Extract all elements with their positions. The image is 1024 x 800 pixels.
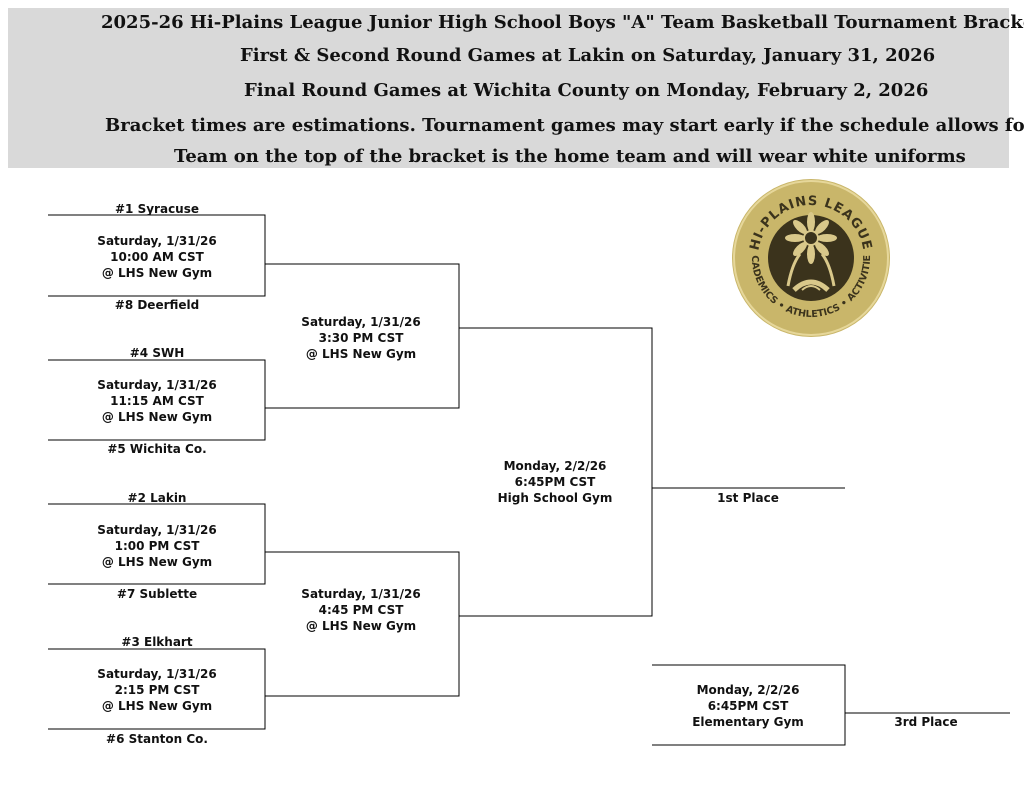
team-seed-4: #4 SWH — [129, 346, 185, 360]
team-seed-8: #8 Deerfield — [114, 298, 200, 312]
game3-location: @ LHS New Gym — [101, 555, 213, 569]
game1-bracket-line — [48, 214, 266, 297]
team-seed-2: #2 Lakin — [127, 491, 187, 505]
hi-plains-league-logo: HI-PLAINS LEAGUE ACADEMICS • ATHLETICS •… — [730, 178, 890, 337]
final-bracket-line — [459, 327, 653, 617]
final-round-info: Final Round Games at Wichita County on M… — [244, 80, 929, 101]
third-place-label: 3rd Place — [894, 715, 958, 729]
team-seed-1: #1 Syracuse — [115, 202, 199, 216]
semi2-info: Saturday, 1/31/26 4:45 PM CST @ LHS New … — [301, 586, 420, 634]
game4-info: Saturday, 1/31/26 2:15 PM CST @ LHS New … — [97, 666, 216, 714]
first-place-label: 1st Place — [717, 491, 779, 505]
semi1-date: Saturday, 1/31/26 — [301, 315, 421, 329]
game4-location: @ LHS New Gym — [101, 699, 213, 713]
semi2-date: Saturday, 1/31/26 — [301, 587, 421, 601]
home-team-note: Team on the top of the bracket is the ho… — [174, 146, 966, 167]
game2-location: @ LHS New Gym — [101, 410, 213, 424]
game4-bracket-line — [48, 648, 266, 730]
semi1-location: @ LHS New Gym — [305, 347, 417, 361]
third-place-game-location: Elementary Gym — [692, 715, 804, 729]
semi1-info: Saturday, 1/31/26 3:30 PM CST @ LHS New … — [301, 314, 420, 362]
final-location: High School Gym — [497, 491, 613, 505]
semi1-time: 3:30 PM CST — [318, 331, 404, 345]
game3-date: Saturday, 1/31/26 — [97, 523, 217, 537]
game4-time: 2:15 PM CST — [114, 683, 200, 697]
title-banner: 2025-26 Hi-Plains League Junior High Sch… — [8, 8, 1024, 168]
game2-info: Saturday, 1/31/26 11:15 AM CST @ LHS New… — [97, 377, 216, 425]
game2-time: 11:15 AM CST — [110, 394, 204, 408]
final-date: Monday, 2/2/26 — [503, 459, 607, 473]
bracket-title: 2025-26 Hi-Plains League Junior High Sch… — [101, 12, 1024, 33]
game4-date: Saturday, 1/31/26 — [97, 667, 217, 681]
game3-bracket-line — [48, 503, 266, 585]
team-seed-5: #5 Wichita Co. — [107, 442, 207, 456]
team-seed-6: #6 Stanton Co. — [106, 732, 208, 746]
semi2-time: 4:45 PM CST — [318, 603, 404, 617]
game3-info: Saturday, 1/31/26 1:00 PM CST @ LHS New … — [97, 522, 216, 570]
third-place-bracket-line — [652, 664, 846, 746]
time-estimation-note: Bracket times are estimations. Tournamen… — [105, 115, 1024, 136]
semi2-bracket-line — [265, 551, 460, 697]
third-place-game-time: 6:45PM CST — [707, 699, 789, 713]
game1-date: Saturday, 1/31/26 — [97, 234, 217, 248]
final-time: 6:45PM CST — [514, 475, 596, 489]
semi1-bracket-line — [265, 263, 460, 409]
game1-time: 10:00 AM CST — [110, 250, 204, 264]
first-second-round-info: First & Second Round Games at Lakin on S… — [240, 45, 936, 66]
team-seed-7: #7 Sublette — [116, 587, 198, 601]
game3-time: 1:00 PM CST — [114, 539, 200, 553]
final-info: Monday, 2/2/26 6:45PM CST High School Gy… — [498, 458, 613, 506]
game2-date: Saturday, 1/31/26 — [97, 378, 217, 392]
team-seed-3: #3 Elkhart — [121, 635, 193, 649]
third-place-game-date: Monday, 2/2/26 — [696, 683, 800, 697]
game1-info: Saturday, 1/31/26 10:00 AM CST @ LHS New… — [97, 233, 216, 281]
game2-bracket-line — [48, 359, 266, 441]
sunflower-wheat-emblem-icon — [785, 212, 837, 292]
semi2-location: @ LHS New Gym — [305, 619, 417, 633]
game1-location: @ LHS New Gym — [101, 266, 213, 280]
third-place-game-info: Monday, 2/2/26 6:45PM CST Elementary Gym — [692, 682, 804, 730]
